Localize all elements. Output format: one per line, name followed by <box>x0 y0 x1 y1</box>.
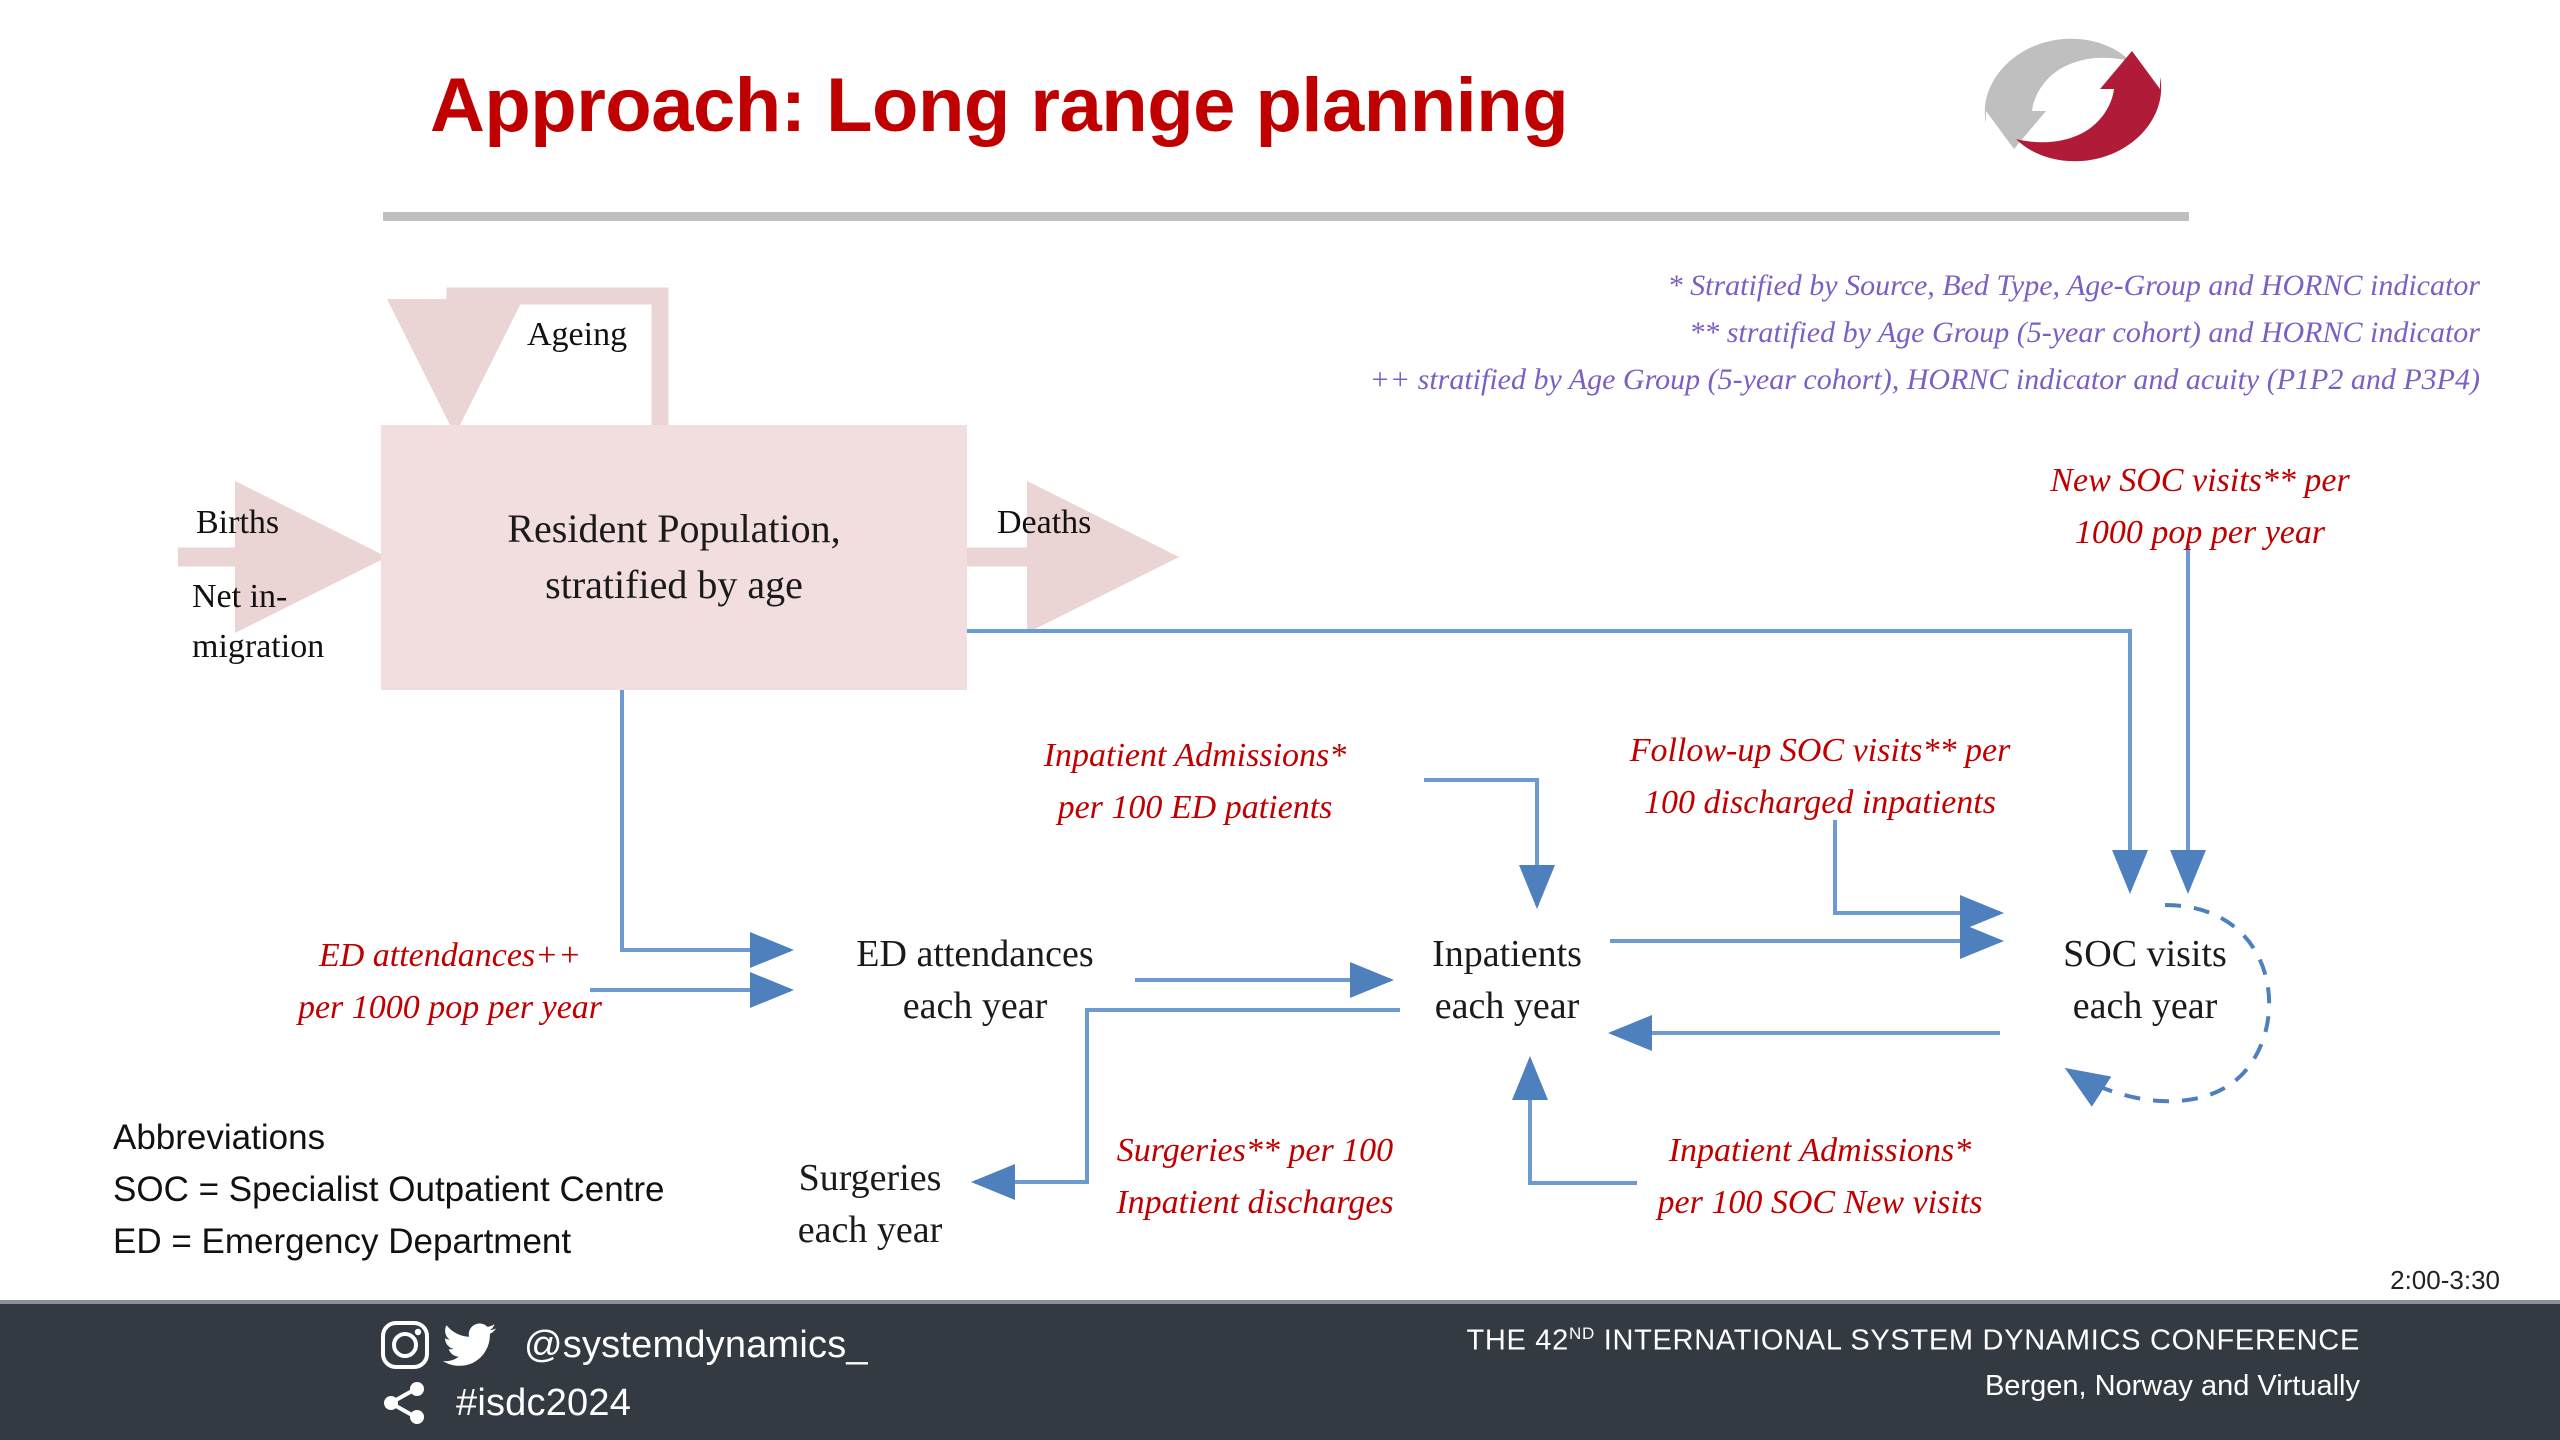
flow-label-ageing: Ageing <box>527 316 628 353</box>
social-hashtag-text[interactable]: #isdc2024 <box>456 1381 632 1424</box>
footer-social-block: @systemdynamics_ #isdc2024 <box>380 1316 1280 1426</box>
share-icon[interactable] <box>380 1378 430 1428</box>
conference-title-line: THE 42ND INTERNATIONAL SYSTEM DYNAMICS C… <box>1466 1324 2360 1358</box>
system-dynamics-society-logo <box>1984 38 2162 162</box>
footnote-line-1: * Stratified by Source, Bed Type, Age-Gr… <box>1667 269 2480 302</box>
conference-title-pre: THE 42 <box>1466 1324 1569 1357</box>
footnotes-block: * Stratified by Source, Bed Type, Age-Gr… <box>1090 262 2480 403</box>
conference-title-ordinal: ND <box>1568 1324 1595 1343</box>
twitter-icon[interactable] <box>442 1320 498 1370</box>
followup-soc-to-soc-connector <box>1833 820 2004 931</box>
rate-note-inpatient-admissions-ed: Inpatient Admissions* per 100 ED patient… <box>1043 737 1347 826</box>
slide-footer: @systemdynamics_ #isdc2024 THE 42ND INTE… <box>0 1300 2560 1440</box>
population-to-ed-connector <box>620 690 794 968</box>
session-timestamp: 2:00-3:30 <box>2390 1265 2500 1295</box>
node-soc-visits: SOC visits each year <box>2063 933 2227 1027</box>
rate-note-inpatient-admissions-soc: Inpatient Admissions* per 100 SOC New vi… <box>1657 1132 1983 1221</box>
title-underline-rule <box>383 212 2189 221</box>
instagram-icon[interactable] <box>380 1320 430 1370</box>
conference-location-line: Bergen, Norway and Virtually <box>1984 1369 2360 1402</box>
conference-title-post: INTERNATIONAL SYSTEM DYNAMICS CONFERENCE <box>1594 1324 2360 1357</box>
abbreviations-block: Abbreviations SOC = Specialist Outpatien… <box>113 1118 665 1261</box>
social-handle-text[interactable]: @systemdynamics_ <box>524 1323 868 1366</box>
footnote-line-3: ++ stratified by Age Group (5-year cohor… <box>1369 363 2480 396</box>
social-row-handle: @systemdynamics_ <box>380 1320 868 1370</box>
flow-label-net-in-migration: Net in- migration <box>192 578 325 665</box>
node-ed-attendances: ED attendances each year <box>856 933 1094 1027</box>
flow-label-deaths: Deaths <box>997 504 1092 541</box>
inpatient-admissions-to-inpatients-connector <box>1424 778 1555 909</box>
flow-label-births: Births <box>196 504 280 541</box>
rate-note-followup-soc: Follow-up SOC visits** per 100 discharge… <box>1629 732 2011 821</box>
rate-note-surgeries: Surgeries** per 100 Inpatient discharges <box>1116 1132 1394 1221</box>
resident-population-label: Resident Population, stratified by age <box>507 506 841 607</box>
footnote-line-2: ** stratified by Age Group (5-year cohor… <box>1689 316 2480 349</box>
node-surgeries: Surgeries each year <box>797 1157 943 1251</box>
page-title: Approach: Long range planning <box>430 63 1569 148</box>
conference-info: THE 42ND INTERNATIONAL SYSTEM DYNAMICS C… <box>1466 1324 2360 1403</box>
rate-note-new-soc: New SOC visits** per 1000 pop per year <box>2050 462 2350 551</box>
footer-divider <box>0 1300 2560 1304</box>
social-row-hashtag: #isdc2024 <box>380 1378 631 1428</box>
node-inpatients: Inpatients each year <box>1432 933 1582 1027</box>
rate-note-ed-attendances: ED attendances++ per 1000 pop per year <box>297 937 603 1026</box>
resident-population-stock-box: Resident Population, stratified by age <box>381 425 967 690</box>
